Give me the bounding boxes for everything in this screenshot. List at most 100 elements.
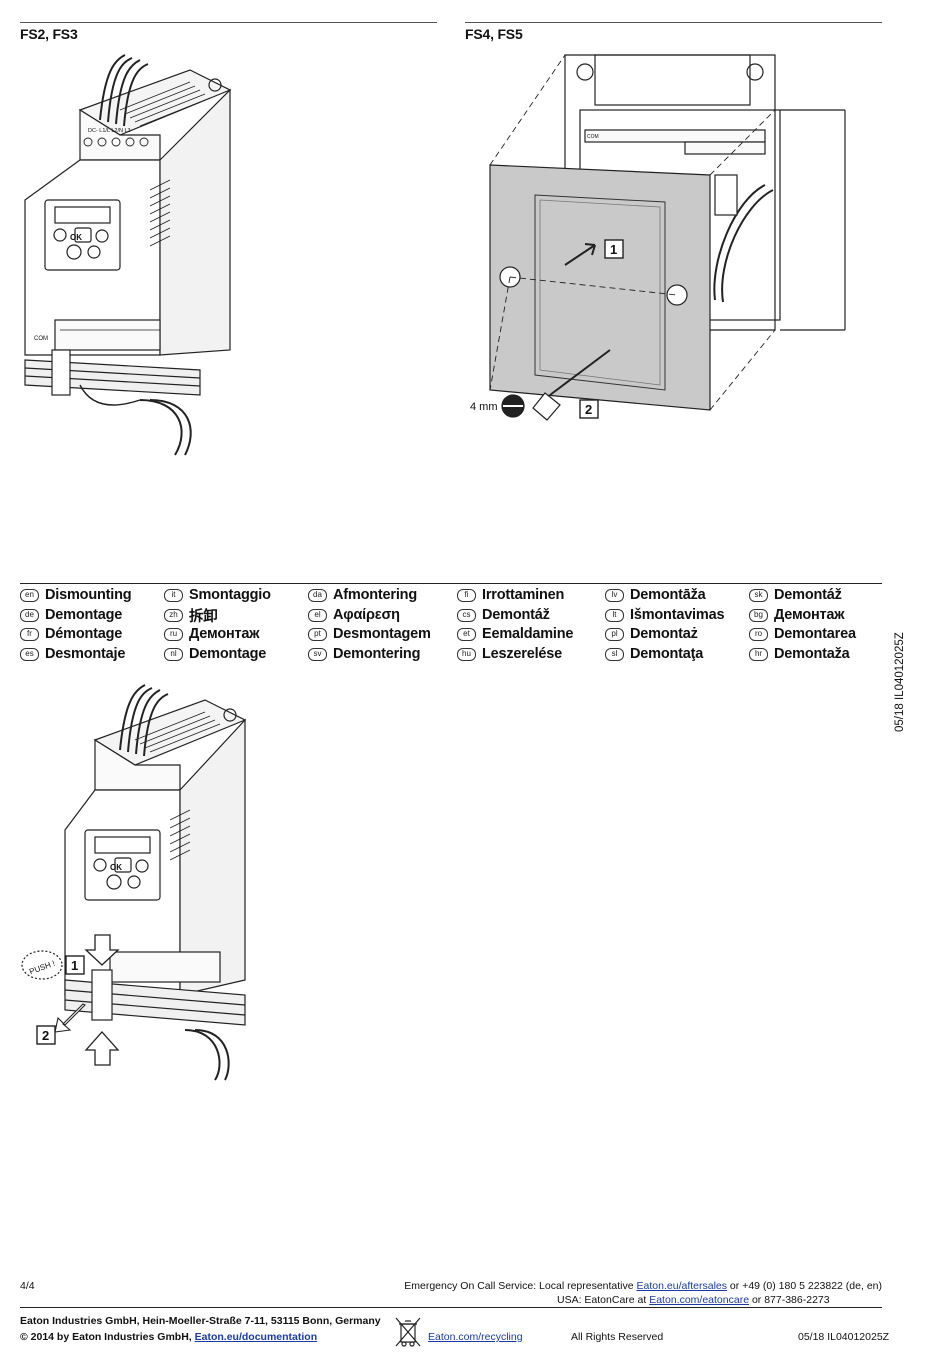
language-title: Demontage	[189, 646, 267, 662]
language-title: Demontage	[45, 607, 123, 623]
language-code-badge: sv	[308, 647, 327, 661]
language-entry-ru: ru Демонтаж	[164, 625, 260, 643]
language-entry-zh: zh 拆卸	[164, 606, 218, 625]
step-2-marker: 2	[585, 402, 592, 417]
language-code-badge: el	[308, 608, 327, 622]
language-title: Eemaldamine	[482, 626, 574, 642]
language-section-rule	[20, 583, 882, 584]
language-title: Leszerelése	[482, 646, 563, 662]
language-title: 拆卸	[189, 608, 218, 625]
dismount-ok-key-label: OK	[110, 863, 122, 872]
screwdriver-width-label: 4 mm	[470, 401, 498, 413]
language-title: Dismounting	[45, 587, 132, 603]
emergency-prefix: Emergency On Call Service: Local represe…	[404, 1280, 637, 1292]
emergency-service-line: Emergency On Call Service: Local represe…	[404, 1280, 882, 1292]
language-entry-de: de Demontage	[20, 606, 122, 624]
footer-rule	[20, 1307, 882, 1308]
language-code-badge: et	[457, 627, 476, 641]
usa-suffix: or 877-386-2273	[749, 1294, 830, 1306]
company-address: Eaton Industries GmbH, Hein-Moeller-Stra…	[20, 1315, 381, 1327]
dismount-illustration: PUSH ! 1 2 OK	[21, 684, 247, 1081]
copyright-prefix: © 2014 by Eaton Industries GmbH,	[20, 1331, 195, 1343]
com-label-fs4: COM	[587, 134, 599, 140]
language-code-badge: bg	[749, 608, 768, 622]
language-title: Desmontagem	[333, 626, 431, 642]
fs2-fs3-drive-illustration: OK COM DC- L1/L L2/N L3	[24, 54, 232, 456]
language-title: Αφαίρεση	[333, 607, 400, 623]
language-entry-sl: sl Demontaţa	[605, 645, 703, 663]
language-code-badge: sk	[749, 588, 768, 602]
language-title: Desmontaje	[45, 646, 126, 662]
language-title: Demontaż	[630, 626, 698, 642]
language-code-badge: hr	[749, 647, 768, 661]
step-1-marker: 1	[610, 242, 617, 257]
language-title: Demontaţa	[630, 646, 704, 662]
push-label: PUSH !	[28, 959, 56, 977]
language-code-badge: fi	[457, 588, 476, 602]
language-entry-sk: sk Demontáž	[749, 586, 842, 604]
emergency-suffix: or +49 (0) 180 5 223822 (de, en)	[727, 1280, 882, 1292]
language-entry-el: el Αφαίρεση	[308, 606, 400, 624]
language-entry-hr: hr Demontaža	[749, 645, 850, 663]
language-title: Демонтаж	[774, 607, 845, 623]
language-title: Demontáž	[774, 587, 842, 603]
language-entry-hu: hu Leszerelése	[457, 645, 562, 663]
language-code-badge: it	[164, 588, 183, 602]
language-title: Demontāža	[630, 587, 706, 603]
ok-key-label: OK	[70, 233, 82, 242]
weee-bin-icon	[395, 1317, 421, 1347]
language-title: Демонтаж	[189, 626, 260, 642]
language-entry-cs: cs Demontáž	[457, 606, 550, 624]
language-title: Išmontavimas	[630, 607, 725, 623]
language-title: Demontáž	[482, 607, 550, 623]
language-code-badge: lv	[605, 588, 624, 602]
language-code-badge: zh	[164, 608, 183, 622]
language-code-badge: pl	[605, 627, 624, 641]
section-title-fs2-fs3: FS2, FS3	[20, 26, 78, 42]
com-label-fs2: COM	[34, 336, 48, 342]
language-entry-ro: ro Demontarea	[749, 625, 856, 643]
rights-text: All Rights Reserved	[571, 1331, 664, 1343]
eatoncare-link[interactable]: Eaton.com/eatoncare	[649, 1294, 750, 1306]
language-code-badge: ru	[164, 627, 183, 641]
language-code-badge: de	[20, 608, 39, 622]
usa-service-line: USA: EatonCare at Eaton.com/eatoncare or…	[557, 1294, 830, 1306]
aftersales-link[interactable]: Eaton.eu/aftersales	[636, 1280, 728, 1292]
dismount-step-1-marker: 1	[71, 958, 78, 973]
power-terminal-label-fs2: DC- L1/L L2/N L3	[88, 128, 131, 134]
language-entry-bg: bg Демонтаж	[749, 606, 845, 624]
language-code-badge: da	[308, 588, 327, 602]
language-title: Démontage	[45, 626, 123, 642]
language-entry-fr: fr Démontage	[20, 625, 122, 643]
documentation-link[interactable]: Eaton.eu/documentation	[194, 1331, 318, 1343]
language-entry-lt: lt Išmontavimas	[605, 606, 725, 624]
dismount-step-2-marker: 2	[42, 1028, 49, 1043]
recycling-link[interactable]: Eaton.com/recycling	[428, 1331, 523, 1343]
language-code-badge: sl	[605, 647, 624, 661]
right-header-rule	[465, 22, 882, 23]
fs4-fs5-cover-removal-illustration: 1 2 4 mm COM	[470, 54, 846, 421]
language-title: Irrottaminen	[482, 587, 565, 603]
language-code-badge: es	[20, 647, 39, 661]
language-code-badge: cs	[457, 608, 476, 622]
language-code-badge: lt	[605, 608, 624, 622]
left-header-rule	[20, 22, 437, 23]
language-code-badge: fr	[20, 627, 39, 641]
language-title: Demontarea	[774, 626, 856, 642]
language-entry-lv: lv Demontāža	[605, 586, 706, 604]
language-code-badge: hu	[457, 647, 476, 661]
section-title-fs4-fs5: FS4, FS5	[465, 26, 523, 42]
language-title: Demontaža	[774, 646, 850, 662]
page-number: 4/4	[20, 1280, 35, 1292]
language-entry-es: es Desmontaje	[20, 645, 125, 663]
language-title: Afmontering	[333, 587, 417, 603]
language-entry-pl: pl Demontaż	[605, 625, 698, 643]
usa-prefix: USA: EatonCare at	[557, 1294, 650, 1306]
language-code-badge: ro	[749, 627, 768, 641]
copyright-line: © 2014 by Eaton Industries GmbH, Eaton.e…	[20, 1331, 317, 1343]
